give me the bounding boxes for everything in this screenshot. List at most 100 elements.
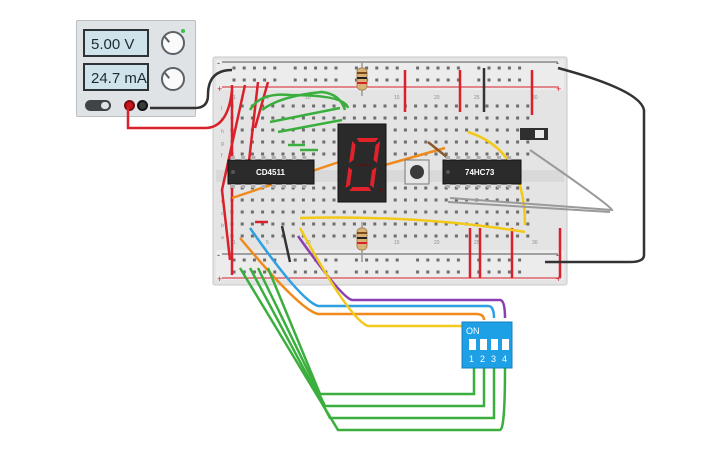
- green-wire-top-2[interactable]: [261, 90, 347, 111]
- breadboard-hole: [526, 104, 530, 108]
- red-wire-left-3[interactable]: [246, 81, 260, 171]
- green-wire-dip-1[interactable]: [266, 267, 476, 396]
- breadboard-hole: [465, 152, 469, 156]
- power-led: [181, 29, 185, 33]
- rail-hole: [263, 66, 267, 70]
- gray-wire-1[interactable]: [449, 149, 614, 212]
- rail-hole: [354, 66, 358, 70]
- green-wire-dip-3[interactable]: [248, 267, 496, 420]
- green-wire-dip-2[interactable]: [256, 267, 486, 408]
- red-wire-left-2[interactable]: [220, 84, 247, 261]
- breadboard-hole: [424, 198, 428, 202]
- breadboard-hole: [434, 104, 438, 108]
- row-label-c: c: [221, 211, 224, 217]
- black-wire-bottom[interactable]: [280, 225, 292, 263]
- blue-wire-to-dip[interactable]: [248, 227, 496, 319]
- breadboard-hole: [465, 116, 469, 120]
- power-switch[interactable]: [85, 100, 111, 111]
- breadboard-hole: [291, 104, 295, 108]
- 74hc73-chip[interactable]: 74HC73: [442, 159, 522, 185]
- rail-hole: [446, 270, 450, 274]
- rail-hole: [416, 78, 420, 82]
- rail-hole: [252, 270, 256, 274]
- breadboard-hole: [516, 210, 520, 214]
- dip-position-4: 4: [502, 354, 507, 364]
- dip-toggle-1[interactable]: [469, 339, 476, 350]
- voltage-display: 5.00 V: [83, 29, 149, 57]
- bottom-power-rail: [216, 250, 564, 280]
- pushbutton[interactable]: [404, 159, 430, 185]
- resistor-top[interactable]: [356, 62, 368, 96]
- green-wire-dip-4[interactable]: [238, 267, 507, 432]
- positive-terminal[interactable]: [124, 100, 135, 111]
- voltage-knob[interactable]: [161, 31, 185, 55]
- col-label-5-top: 5: [266, 95, 269, 101]
- rail-hole: [507, 258, 511, 262]
- psu-positive-wire[interactable]: [126, 89, 234, 130]
- chip-pin: [446, 156, 450, 160]
- dip-toggle-3[interactable]: [491, 339, 498, 350]
- breadboard-hole: [281, 116, 285, 120]
- rail-hole: [334, 66, 338, 70]
- breadboard-hole: [271, 128, 275, 132]
- breadboard-hole: [332, 116, 336, 120]
- cd4511-chip[interactable]: CD4511: [227, 159, 315, 185]
- dip-switch[interactable]: ON 1 2 3 4: [461, 321, 513, 369]
- rail-hole: [487, 270, 491, 274]
- dip-toggle-4[interactable]: [502, 339, 509, 350]
- black-wire-rail-loop[interactable]: [545, 66, 646, 264]
- breadboard-hole: [332, 152, 336, 156]
- rail-hole: [395, 66, 399, 70]
- rail-hole: [426, 258, 430, 262]
- psu-negative-wire[interactable]: [150, 68, 233, 110]
- breadboard-hole: [475, 222, 479, 226]
- breadboard-hole: [403, 140, 407, 144]
- row-label-b: b: [221, 223, 224, 229]
- orange-wire-2[interactable]: [384, 146, 446, 167]
- green-wire-top-4[interactable]: [277, 118, 343, 134]
- breadboard-hole: [312, 234, 316, 238]
- negative-terminal[interactable]: [137, 100, 148, 111]
- dip-toggle-2[interactable]: [480, 339, 487, 350]
- row-label-f: f: [221, 153, 223, 159]
- rail-hole: [273, 258, 277, 262]
- rail-hole: [314, 78, 318, 82]
- breadboard-hole: [424, 104, 428, 108]
- power-supply[interactable]: 5.00 V 24.7 mA: [76, 20, 196, 117]
- breadboard-hole: [434, 116, 438, 120]
- resistor-bottom[interactable]: [356, 222, 368, 262]
- rail-hole: [324, 66, 328, 70]
- breadboard-hole: [475, 210, 479, 214]
- breadboard-hole: [281, 104, 285, 108]
- red-wire-left-4[interactable]: [253, 81, 270, 129]
- rail-hole: [395, 78, 399, 82]
- rail-hole: [446, 258, 450, 262]
- breadboard-hole: [475, 140, 479, 144]
- yellow-wire-1[interactable]: [299, 216, 526, 234]
- rail-hole: [334, 258, 338, 262]
- rail-hole: [273, 66, 277, 70]
- rail-hole: [314, 270, 318, 274]
- yellow-wire-to-dip[interactable]: [298, 227, 470, 328]
- breadboard-hole: [261, 152, 265, 156]
- green-wire-top-3[interactable]: [269, 106, 341, 124]
- breadboard-hole: [516, 140, 520, 144]
- row-label-g: g: [221, 141, 224, 147]
- breadboard-hole: [454, 198, 458, 202]
- rail-hole: [263, 270, 267, 274]
- chip-pin: [466, 184, 471, 188]
- brown-wire[interactable]: [427, 141, 449, 159]
- gray-wire-2[interactable]: [447, 201, 611, 213]
- breadboard-hole: [485, 128, 489, 132]
- current-knob[interactable]: [161, 67, 185, 91]
- rail-hole: [436, 66, 440, 70]
- slide-switch[interactable]: [520, 128, 548, 140]
- breadboard-hole: [301, 140, 305, 144]
- dip-position-3: 3: [491, 354, 496, 364]
- breadboard-hole: [332, 210, 336, 214]
- row-label-j: j: [220, 105, 222, 111]
- breadboard-hole: [485, 116, 489, 120]
- chip-pin: [261, 156, 266, 160]
- rail-hole: [365, 258, 369, 262]
